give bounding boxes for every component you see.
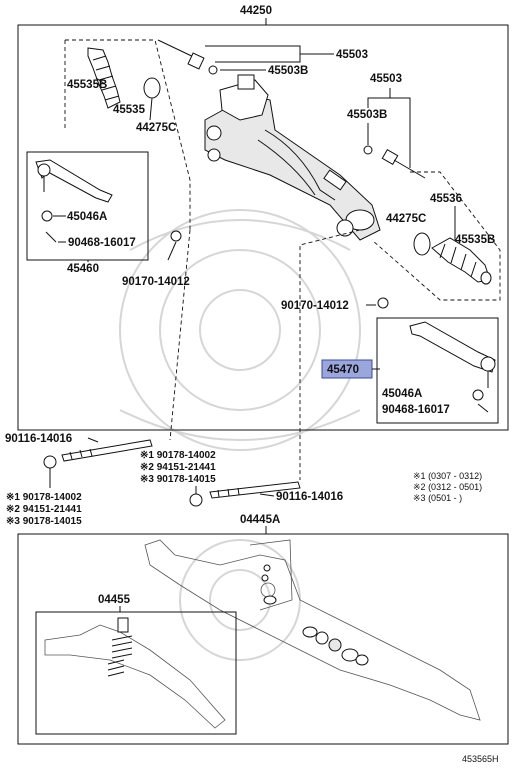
note-value: 90178-14015	[23, 516, 82, 527]
boot-group-outline-left	[65, 39, 191, 230]
bolt-90116-left	[61, 439, 153, 462]
boot-group-outline-right	[371, 171, 501, 301]
legend-range: (0501 - )	[428, 493, 462, 503]
cotter-pin-right	[477, 403, 489, 413]
main-assembly-frame	[17, 24, 509, 431]
boot-left-part	[87, 47, 121, 109]
note-value: 94151-21441	[23, 504, 82, 515]
label-90116-14016-right: 90116-14016	[276, 491, 343, 503]
svg-text:※3 (0501 - ): ※3 (0501 - )	[413, 493, 462, 503]
svg-text:※1 (0307 - 0312): ※1 (0307 - 0312)	[413, 471, 482, 481]
steering-gear-housing	[204, 74, 381, 241]
label-44250: 44250	[240, 5, 272, 17]
label-44275c-left: 44275C	[136, 122, 176, 134]
label-45503b-right: 45503B	[347, 109, 387, 121]
legend-mark: ※3	[413, 493, 426, 503]
label-90170-14012-right: 90170-14012	[281, 300, 349, 312]
label-45046a-right: 45046A	[382, 388, 422, 400]
washer-45503b-right	[363, 145, 373, 155]
note-value: 90178-14015	[157, 474, 216, 485]
label-45460: 45460	[67, 263, 99, 275]
label-04455: 04455	[98, 594, 131, 606]
svg-text:※2 94151-21441: ※2 94151-21441	[6, 504, 82, 515]
label-45503b-upper: 45503B	[268, 65, 308, 77]
legend-range: (0312 - 0501)	[428, 482, 482, 492]
svg-text:※2 (0312 - 0501): ※2 (0312 - 0501)	[413, 482, 482, 492]
tie-rod-end-right	[409, 321, 496, 388]
notes-left: ※1 90178-14002 ※2 94151-21441 ※3 90178-1…	[6, 492, 82, 527]
label-45535b-left: 45535B	[67, 79, 107, 91]
svg-text:※1 90178-14002: ※1 90178-14002	[6, 492, 82, 503]
svg-text:※3 90178-14015: ※3 90178-14015	[140, 474, 216, 485]
nut-90178-left	[43, 455, 57, 469]
note-mark: ※1	[6, 492, 20, 503]
note-value: 94151-21441	[157, 462, 216, 473]
note-mark: ※1	[140, 450, 154, 461]
label-45535-left: 45535	[113, 104, 146, 116]
label-90468-16017-left: 90468-16017	[68, 237, 136, 249]
clamp-ring-right	[413, 232, 431, 256]
note-mark: ※3	[140, 474, 154, 485]
label-45536: 45536	[430, 193, 462, 205]
label-90468-16017-right: 90468-16017	[382, 404, 450, 416]
rack-end-rod-right	[381, 148, 426, 179]
date-legend: ※1 (0307 - 0312) ※2 (0312 - 0501) ※3 (05…	[413, 471, 482, 503]
label-45470[interactable]: 45470	[327, 364, 359, 376]
boot-right-part	[431, 237, 492, 285]
image-code: 453565H	[462, 754, 499, 764]
note-value: 90178-14002	[23, 492, 82, 503]
label-90170-14012-left: 90170-14012	[122, 276, 190, 288]
svg-text:※3 90178-14015: ※3 90178-14015	[6, 516, 82, 527]
legend-range: (0307 - 0312)	[428, 471, 482, 481]
watermark-emblem	[119, 209, 361, 661]
note-mark: ※2	[6, 504, 20, 515]
nut-45046a-right	[472, 389, 484, 401]
svg-text:※1 90178-14002: ※1 90178-14002	[140, 450, 216, 461]
inset-kit-ghost	[44, 624, 226, 729]
kit-frame	[17, 533, 509, 745]
tie-rod-end-left	[35, 159, 113, 203]
legend-mark: ※2	[413, 482, 426, 492]
cotter-pin-left	[45, 231, 57, 243]
svg-text:※2 94151-21441: ※2 94151-21441	[140, 462, 216, 473]
nut-90170-right	[377, 297, 389, 309]
nut-90178-center	[189, 493, 203, 507]
kit-seal-parts	[261, 564, 369, 666]
label-45503-upper: 45503	[336, 49, 368, 61]
label-04445a: 04445A	[240, 514, 280, 526]
label-45046a-left: 45046A	[67, 211, 107, 223]
label-45503-right: 45503	[370, 73, 402, 85]
bolt-90116-right	[209, 481, 301, 499]
inset-tie-rod-right-frame	[376, 317, 499, 424]
nut-90170-left	[170, 230, 182, 242]
label-45535b-right: 45535B	[455, 234, 495, 246]
legend-mark: ※1	[413, 471, 426, 481]
notes-center: ※1 90178-14002 ※2 94151-21441 ※3 90178-1…	[140, 450, 216, 485]
label-44275c-right: 44275C	[386, 213, 426, 225]
note-mark: ※2	[140, 462, 154, 473]
spring-part	[107, 617, 133, 677]
note-mark: ※3	[6, 516, 20, 527]
clamp-ring-left	[143, 77, 161, 99]
label-90116-14016-left: 90116-14016	[5, 433, 72, 445]
washer-45503b-left	[208, 65, 218, 75]
rack-end-rod-left	[157, 39, 205, 70]
nut-45046a-left	[41, 210, 53, 222]
note-value: 90178-14002	[157, 450, 216, 461]
inset-kit-frame	[35, 611, 237, 735]
